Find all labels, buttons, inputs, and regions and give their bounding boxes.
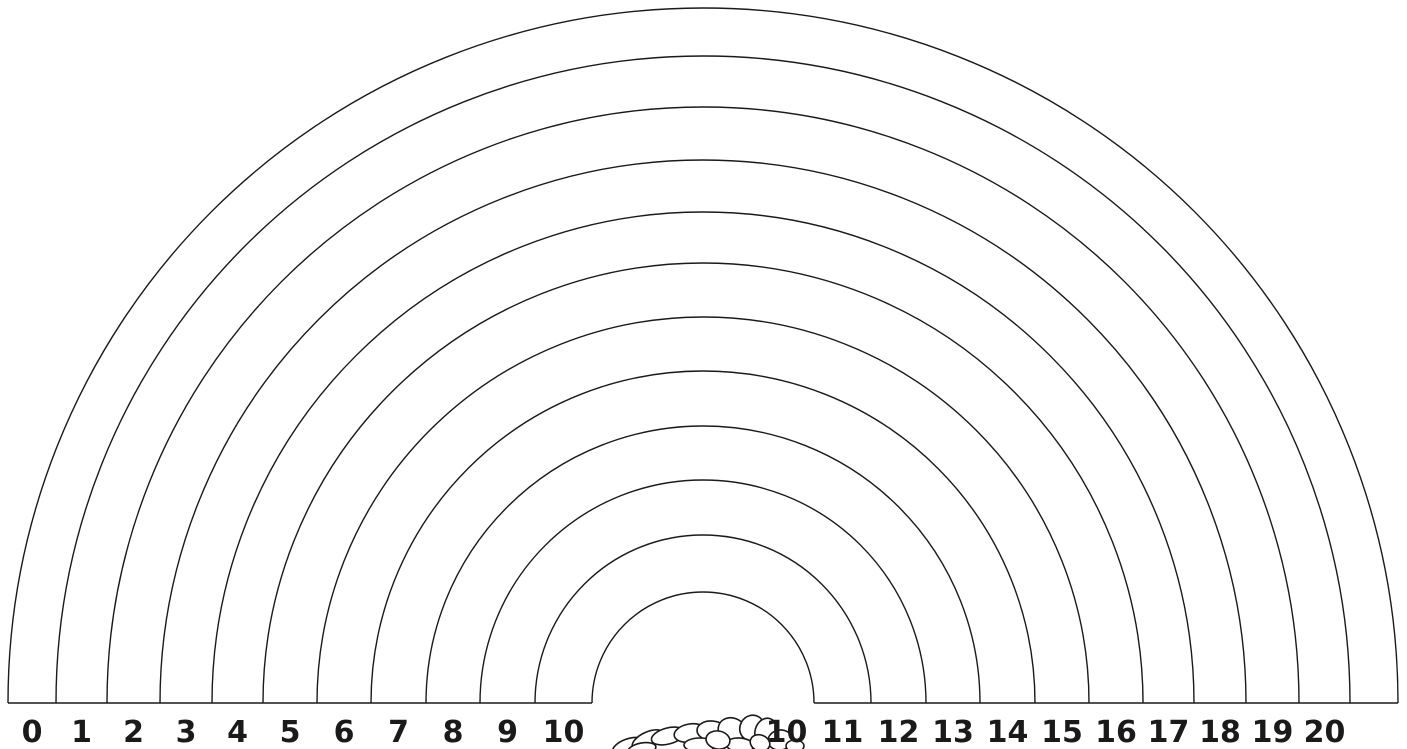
rainbow-arc-9 [426, 426, 980, 703]
left-number-label: 5 [280, 715, 301, 749]
right-number-label: 11 [822, 715, 864, 749]
left-number-label: 0 [22, 715, 43, 749]
right-number-label: 17 [1148, 715, 1190, 749]
left-number-label: 10 [543, 715, 585, 749]
right-number-label: 19 [1252, 715, 1294, 749]
right-number-label: 18 [1199, 715, 1241, 749]
rainbow-arc-11 [535, 535, 871, 703]
left-number-label: 1 [71, 715, 92, 749]
right-number-labels: 10 11 12 13 14 15 16 17 18 19 20 [766, 715, 1346, 749]
rainbow-arcs [8, 8, 1398, 703]
left-number-label: 2 [123, 715, 144, 749]
rainbow-arc-5 [212, 212, 1194, 703]
right-number-label: 10 [766, 715, 808, 749]
left-number-label: 6 [334, 715, 355, 749]
right-number-label: 14 [987, 715, 1029, 749]
left-number-label: 4 [227, 715, 248, 749]
right-number-label: 16 [1095, 715, 1137, 749]
rainbow-arc-8 [371, 371, 1035, 703]
rainbow-arc-3 [107, 107, 1299, 703]
rainbow-arc-12 [592, 592, 814, 703]
left-number-label: 8 [443, 715, 464, 749]
left-number-label: 3 [176, 715, 197, 749]
right-number-label: 13 [932, 715, 974, 749]
rainbow-arc-6 [263, 263, 1143, 703]
left-number-label: 7 [388, 715, 409, 749]
left-number-label: 9 [497, 715, 518, 749]
right-number-label: 15 [1041, 715, 1083, 749]
right-number-label: 12 [878, 715, 920, 749]
right-number-label: 20 [1304, 715, 1346, 749]
rainbow-arc-4 [160, 160, 1246, 703]
rainbow-arc-2 [56, 56, 1350, 703]
rainbow-arc-1 [8, 8, 1398, 703]
